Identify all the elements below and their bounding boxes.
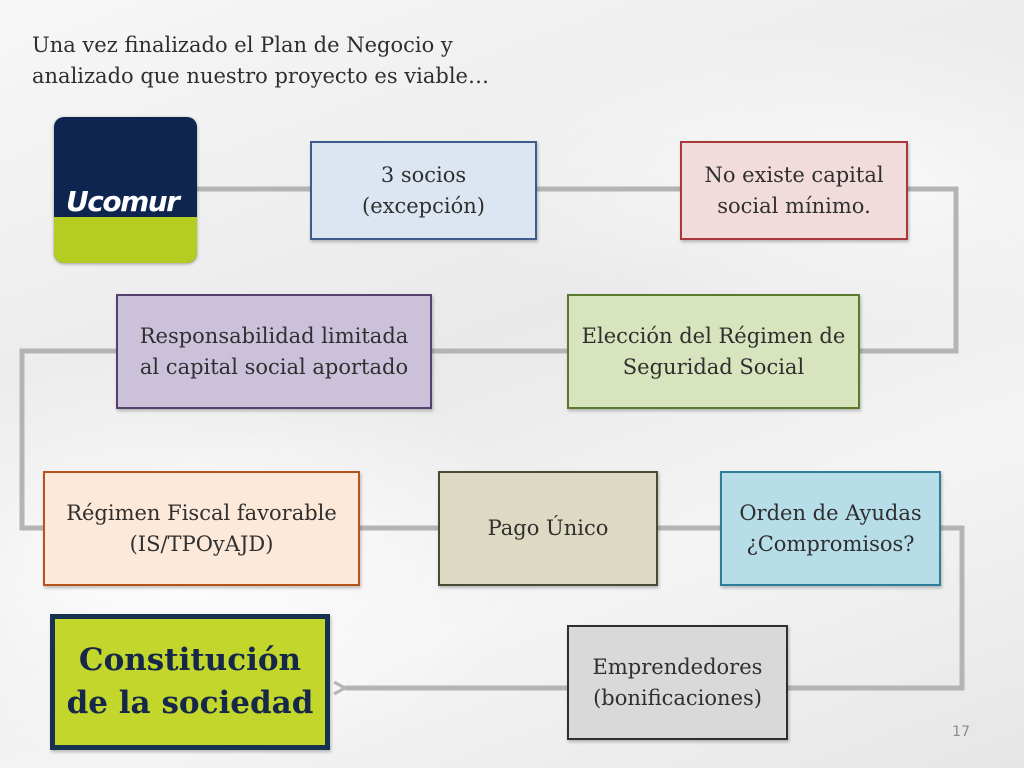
connector-resp-to-fiscal <box>19 348 116 531</box>
step-socios: 3 socios (excepción) <box>310 141 537 240</box>
step-responsabilidad-label: Responsabilidad limitada al capital soci… <box>139 323 409 379</box>
step-responsabilidad-limitada: Responsabilidad limitada al capital soci… <box>116 294 432 409</box>
connector-ayudas-to-emprend <box>788 525 965 691</box>
connector-logo-to-end-row1 <box>197 186 959 354</box>
step-regimen-fiscal: Régimen Fiscal favorable (IS/TPOyAJD) <box>43 471 360 586</box>
intro-line-1: Una vez finalizado el Plan de Negocio y <box>32 33 453 57</box>
intro-text: Una vez finalizado el Plan de Negocio y … <box>32 30 592 92</box>
step-emprendedores-label: Emprendedores (bonificaciones) <box>592 654 763 710</box>
step-orden-ayudas: Orden de Ayudas ¿Compromisos? <box>720 471 941 586</box>
step-ayudas-label: Orden de Ayudas ¿Compromisos? <box>739 500 922 556</box>
logo-wordmark: Ucomur <box>66 185 180 218</box>
intro-line-2: analizado que nuestro proyecto es viable… <box>32 64 489 88</box>
step-fiscal-label: Régimen Fiscal favorable (IS/TPOyAJD) <box>66 500 337 556</box>
step-emprendedores: Emprendedores (bonificaciones) <box>567 625 788 740</box>
step-regimen-label: Elección del Régimen de Seguridad Social <box>581 323 846 379</box>
step-pago-label: Pago Único <box>487 516 609 540</box>
step-pago-unico: Pago Único <box>438 471 658 586</box>
step-constitucion-sociedad: Constitución de la sociedad <box>50 614 330 750</box>
logo-green-band <box>54 217 197 263</box>
step-capital-social: No existe capital social mínimo. <box>680 141 908 240</box>
step-regimen-seguridad-social: Elección del Régimen de Seguridad Social <box>567 294 860 409</box>
step-socios-label: 3 socios (excepción) <box>362 162 485 218</box>
step-capital-social-label: No existe capital social mínimo. <box>704 162 884 218</box>
step-constitucion-label: Constitución de la sociedad <box>66 642 314 721</box>
ucomur-logo: Ucomur <box>54 117 197 263</box>
page-number: 17 <box>952 724 970 740</box>
